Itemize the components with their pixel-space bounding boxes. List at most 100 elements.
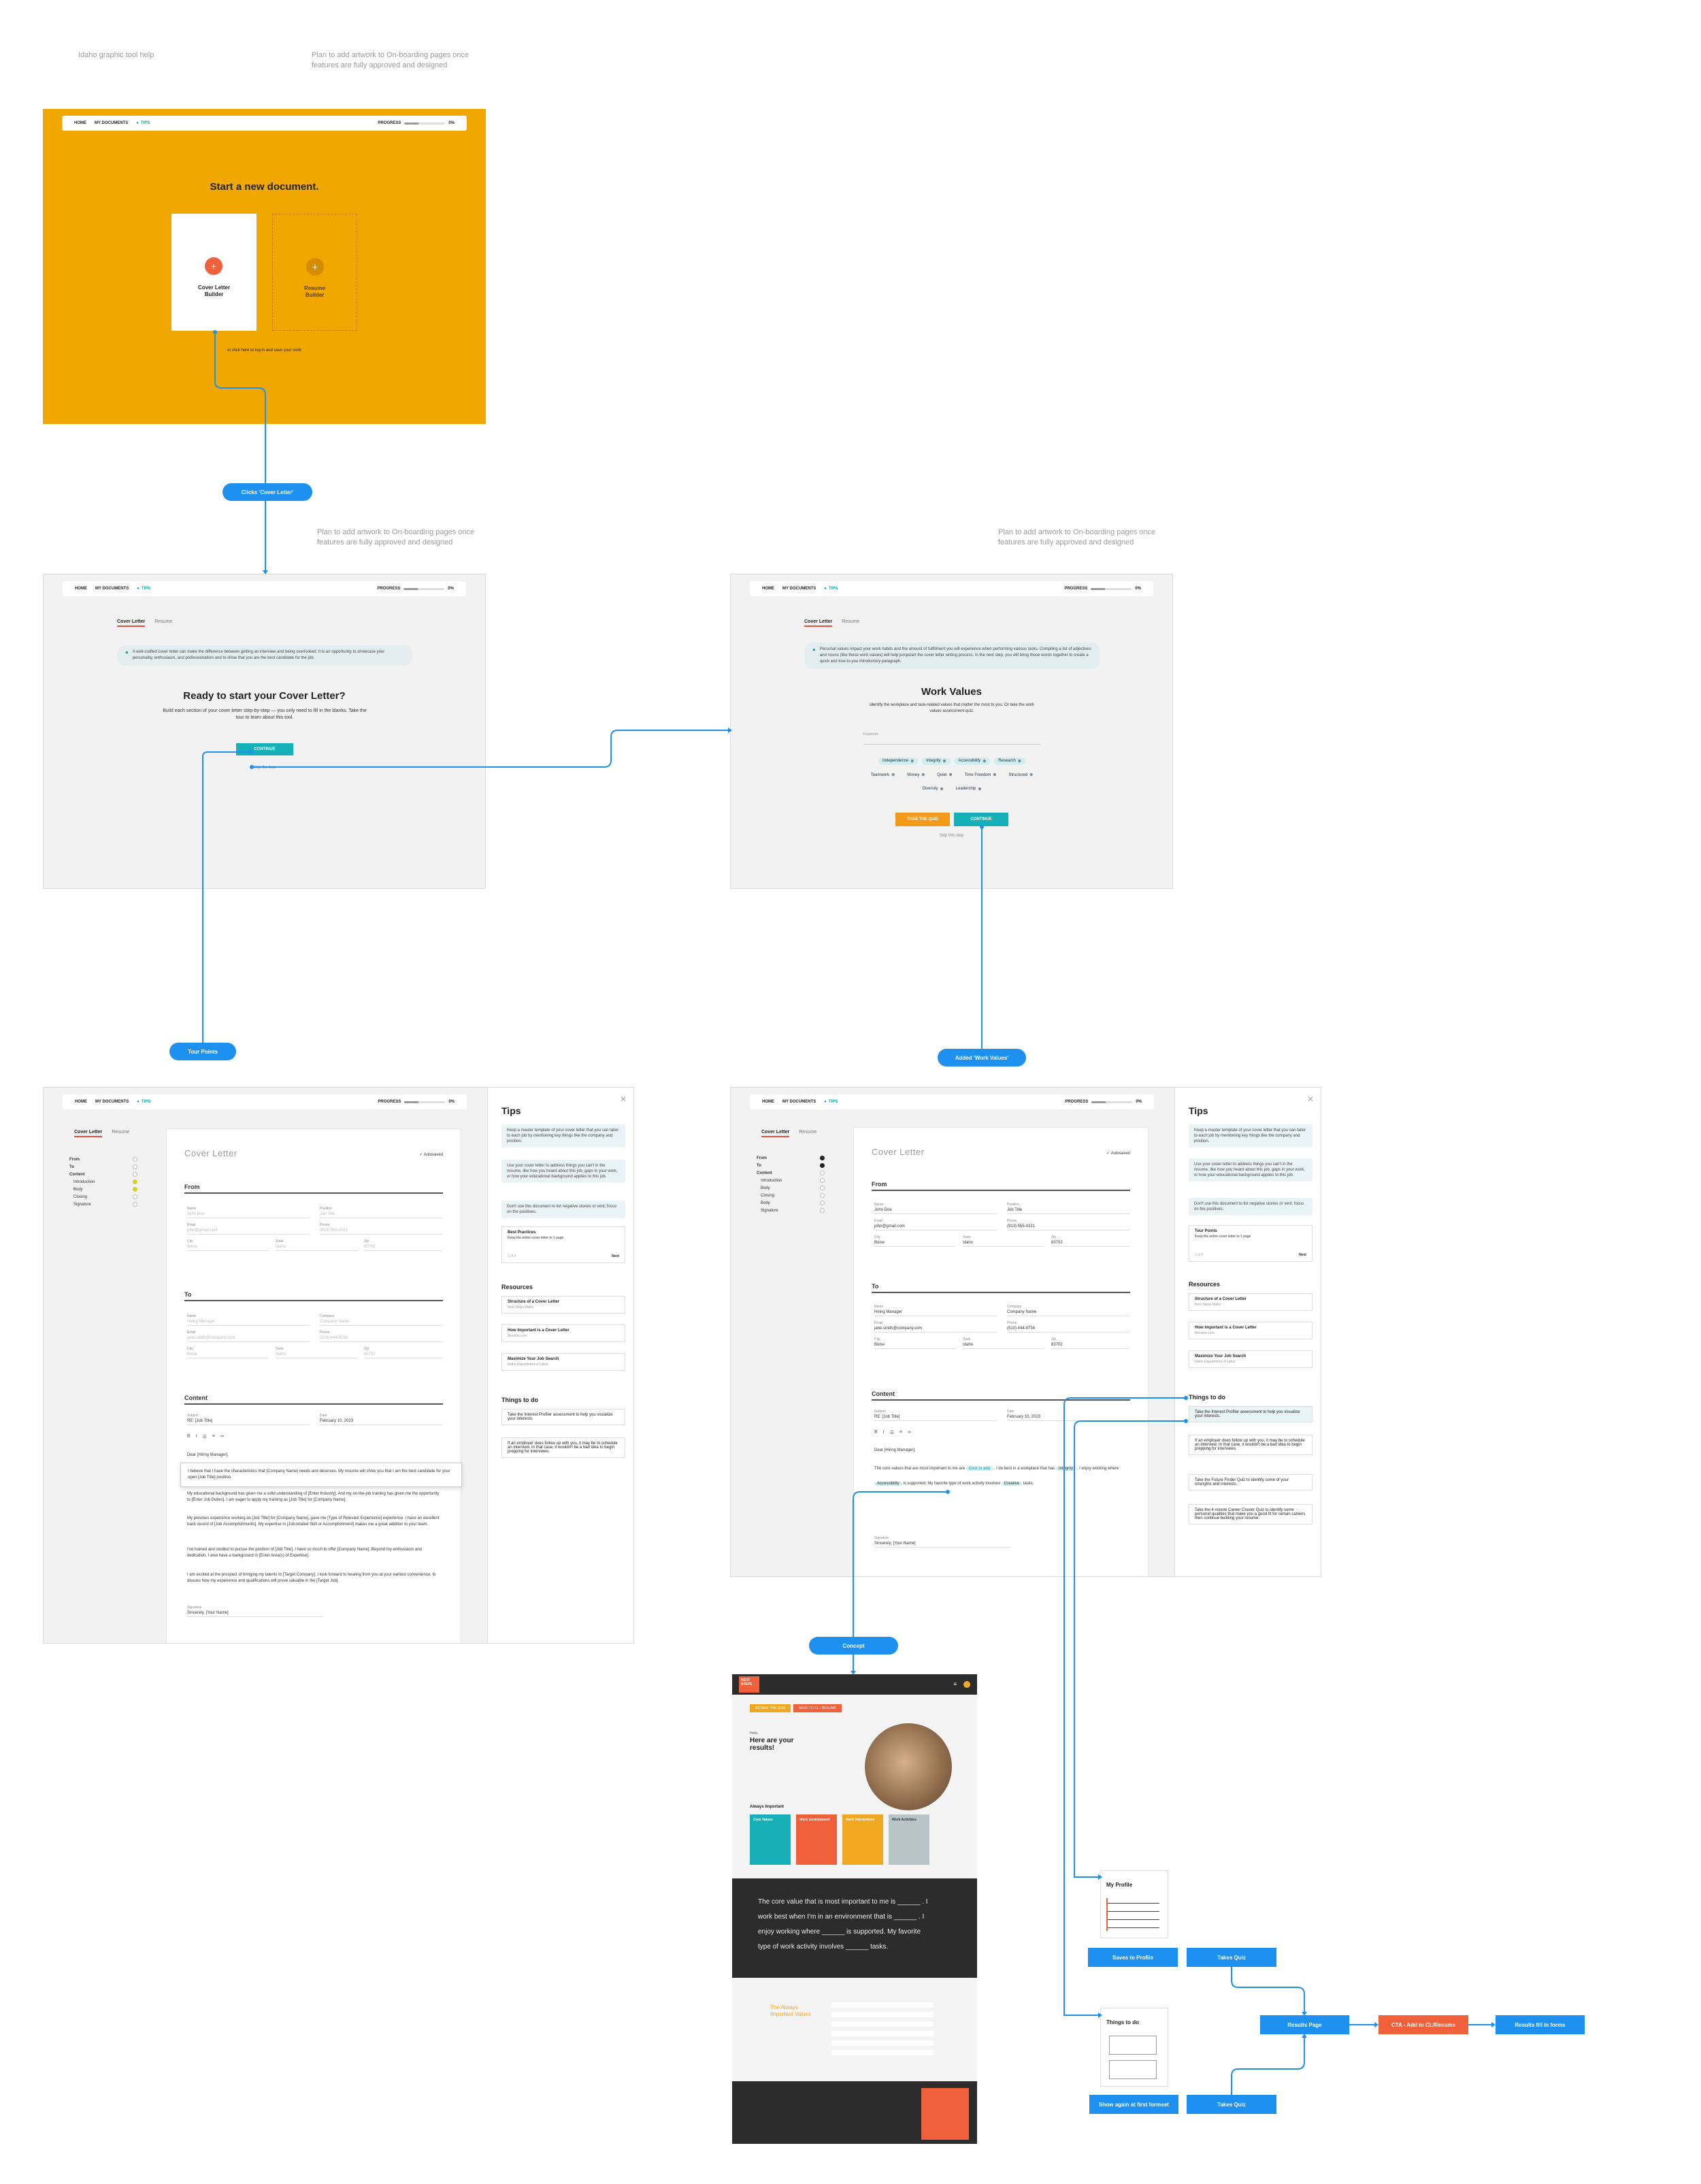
menu-icon[interactable]: ≡: [953, 1681, 957, 1687]
italic-icon[interactable]: I: [195, 1434, 197, 1439]
nav-tips[interactable]: ●TIPS: [824, 1100, 838, 1104]
remove-icon[interactable]: ⊗: [891, 773, 895, 777]
nav-body[interactable]: Body: [757, 1184, 825, 1192]
paragraph-1[interactable]: I believe that I have the characteristic…: [180, 1463, 462, 1487]
close-icon[interactable]: ✕: [619, 1094, 627, 1104]
nav-signature[interactable]: Signature: [757, 1207, 825, 1214]
tab-resume[interactable]: Resume: [154, 619, 173, 624]
remove-icon[interactable]: ⊗: [993, 773, 997, 777]
paragraph-3[interactable]: My previous experience working as [Job T…: [187, 1516, 440, 1527]
tab-resume[interactable]: Resume: [842, 619, 860, 624]
nav-closing[interactable]: Closing: [757, 1192, 825, 1199]
value-tag[interactable]: Research⊗: [994, 757, 1025, 765]
nav-introduction[interactable]: Introduction: [69, 1178, 137, 1186]
skip-tour-link[interactable]: Skip the tour: [252, 766, 276, 770]
cover-letter-card[interactable]: + Cover Letter Builder: [171, 214, 257, 331]
keyword-search[interactable]: Keywords: [863, 732, 1040, 745]
italic-icon[interactable]: I: [882, 1430, 885, 1435]
todo-item[interactable]: Take the Interest Profiler assessment to…: [1189, 1406, 1312, 1422]
nav-home[interactable]: HOME: [762, 587, 774, 591]
nav-introduction[interactable]: Introduction: [757, 1177, 825, 1184]
link-icon[interactable]: ∞: [220, 1434, 224, 1439]
nav-home[interactable]: HOME: [75, 587, 87, 591]
link-icon[interactable]: ∞: [908, 1430, 911, 1435]
remove-icon[interactable]: ⊗: [942, 759, 946, 764]
close-icon[interactable]: ✕: [1306, 1094, 1314, 1104]
remove-icon[interactable]: ⊗: [1017, 759, 1021, 764]
value-tag[interactable]: Integrity⊗: [922, 757, 951, 765]
value-card-core[interactable]: Core Values: [750, 1814, 791, 1865]
nav-signature[interactable]: Signature: [69, 1201, 137, 1208]
nav-from[interactable]: From: [69, 1156, 137, 1163]
numbered-list-icon[interactable]: ≡: [899, 1430, 902, 1435]
tour-next-button[interactable]: Next: [612, 1254, 619, 1258]
nav-closing[interactable]: Closing: [69, 1193, 137, 1201]
nav-documents[interactable]: MY DOCUMENTS: [95, 1100, 129, 1104]
value-tag[interactable]: Time Freedom⊗: [964, 772, 997, 778]
value-tag[interactable]: Structured⊗: [1008, 772, 1034, 778]
nav-home[interactable]: HOME: [762, 1100, 774, 1104]
tab-resume[interactable]: Resume: [799, 1130, 817, 1135]
paragraph-5[interactable]: I am excited at the prospect of bringing…: [187, 1573, 436, 1583]
value-card-activities[interactable]: Work Activities: [889, 1814, 929, 1865]
nav-documents[interactable]: MY DOCUMENTS: [782, 1100, 816, 1104]
todo-item[interactable]: If an employer does follow up with you, …: [501, 1437, 625, 1458]
value-tag[interactable]: Leadership⊗: [955, 787, 982, 792]
nav-home[interactable]: HOME: [75, 1100, 87, 1104]
nav-documents[interactable]: MY DOCUMENTS: [95, 587, 129, 591]
bold-icon[interactable]: B: [187, 1434, 191, 1439]
value-chip-accessibility[interactable]: Accessibility: [874, 1482, 902, 1486]
continue-button[interactable]: CONTINUE: [954, 813, 1008, 826]
remove-icon[interactable]: ⊗: [1029, 773, 1034, 777]
remove-icon[interactable]: ⊗: [948, 773, 953, 777]
value-tag[interactable]: Independence⊗: [878, 757, 919, 765]
value-tag[interactable]: Quiet⊗: [937, 772, 953, 778]
from-phone-field[interactable]: Phone(913) 555-4321: [1007, 1219, 1129, 1230]
remove-icon[interactable]: ⊗: [978, 787, 982, 792]
remove-icon[interactable]: ⊗: [940, 787, 944, 792]
nav-to[interactable]: To: [69, 1163, 137, 1171]
list-icon[interactable]: ☰: [889, 1431, 894, 1435]
value-chip-creative[interactable]: Creative: [1001, 1482, 1023, 1486]
remove-icon[interactable]: ⊗: [921, 773, 925, 777]
nav-content[interactable]: Content: [757, 1169, 825, 1177]
tab-cover-letter[interactable]: Cover Letter: [117, 619, 146, 627]
todo-item[interactable]: If an employer does follow up with you, …: [1189, 1435, 1312, 1455]
nav-tips[interactable]: ●TIPS: [137, 1100, 151, 1104]
tab-cover-letter[interactable]: Cover Letter: [804, 619, 833, 627]
paragraph-2[interactable]: My educational background has given me a…: [187, 1492, 440, 1502]
todo-item[interactable]: Take the Future Finder Quiz to identify …: [1189, 1474, 1312, 1490]
value-tag[interactable]: Accessibility⊗: [954, 757, 991, 765]
nav-from[interactable]: From: [757, 1154, 825, 1162]
tab-cover-letter[interactable]: Cover Letter: [761, 1130, 790, 1137]
nav-to[interactable]: To: [757, 1162, 825, 1169]
tab-resume[interactable]: Resume: [112, 1130, 130, 1135]
nav-documents[interactable]: MY DOCUMENTS: [782, 587, 816, 591]
